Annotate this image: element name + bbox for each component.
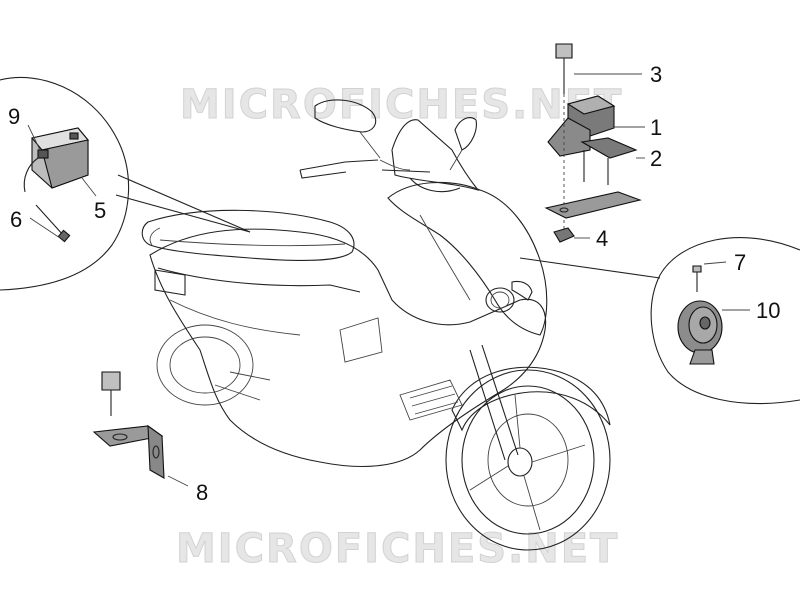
callout-8: 8 — [196, 480, 208, 505]
relay-icon — [547, 95, 616, 157]
battery-detail-circle — [0, 76, 251, 291]
callout-1: 1 — [650, 115, 662, 140]
callout-6: 6 — [10, 207, 22, 232]
horn-icon — [677, 300, 723, 365]
callout-9: 9 — [8, 104, 20, 129]
callout-7: 7 — [734, 250, 746, 275]
callout-4: 4 — [596, 226, 608, 251]
battery-cable-icon — [35, 204, 71, 243]
callout-5: 5 — [94, 198, 106, 223]
bracket-icon — [92, 424, 165, 479]
watermark-bottom: MICROFICHES.NET — [176, 526, 619, 572]
callout-10: 10 — [756, 298, 780, 323]
callout-3: 3 — [650, 62, 662, 87]
watermark-top: MICROFICHES.NET — [180, 82, 623, 128]
relay-nut-icon — [553, 227, 575, 243]
horn-bolt-icon — [692, 265, 702, 292]
leader-lines — [27, 73, 750, 487]
horn-detail-circle — [519, 237, 800, 405]
battery-icon — [23, 127, 90, 193]
scooter-illustration — [141, 99, 611, 551]
callout-2: 2 — [650, 146, 662, 171]
relay-bracket-icon — [544, 137, 642, 219]
bracket-bolt-icon — [101, 371, 121, 416]
